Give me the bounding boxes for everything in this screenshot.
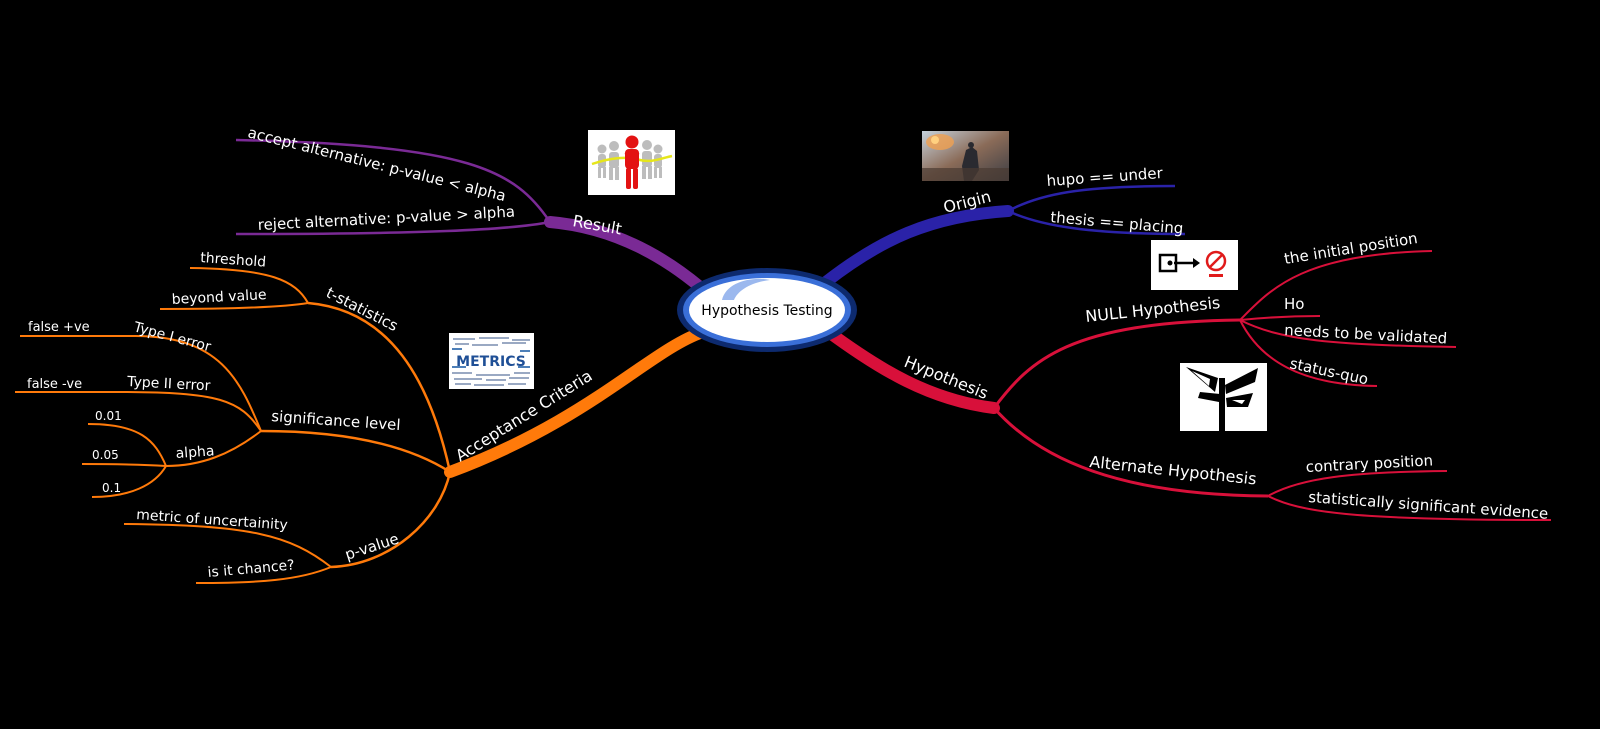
type2-connector bbox=[117, 391, 262, 432]
chance-label: is it chance? bbox=[207, 557, 295, 581]
result-child-connector bbox=[235, 138, 552, 223]
origin-child-connector bbox=[1007, 209, 1186, 236]
significance-label: significance level bbox=[271, 407, 401, 434]
alpha-001-label: 0.01 bbox=[95, 409, 122, 423]
beyond-value-label: beyond value bbox=[171, 287, 267, 308]
null-connector bbox=[992, 318, 1241, 409]
null-symbol-icon bbox=[1151, 240, 1238, 290]
acceptance-main-connector bbox=[444, 326, 709, 478]
center-node[interactable]: Hypothesis Testing bbox=[677, 268, 857, 352]
origin-main-connector bbox=[820, 205, 1014, 288]
result-child-connector bbox=[235, 220, 551, 236]
alpha-005-label: 0.05 bbox=[92, 448, 119, 462]
alpha-01-label: 0.1 bbox=[102, 481, 121, 495]
center-gloss bbox=[722, 278, 770, 300]
center-label: Hypothesis Testing bbox=[701, 303, 832, 319]
branch-acceptance: Acceptance Criteria t-statistics thresho… bbox=[15, 250, 709, 584]
result-main-connector bbox=[544, 216, 706, 293]
null-status-quo-label: status-quo bbox=[1288, 354, 1370, 388]
alternate-child-connector bbox=[1267, 470, 1448, 497]
pvalue-child-connector bbox=[195, 566, 332, 584]
tstat-connector bbox=[307, 301, 452, 473]
branch-origin: Origin hupo == under thesis == placing bbox=[820, 164, 1186, 288]
uncertainity-label: metric of uncertainity bbox=[136, 507, 289, 534]
type1-connector bbox=[134, 335, 262, 432]
alpha-connector bbox=[165, 430, 262, 467]
null-child-connector bbox=[1239, 315, 1321, 321]
signpost-icon bbox=[1180, 363, 1267, 431]
significance-connector bbox=[260, 429, 451, 474]
hypothesis-main-connector bbox=[820, 324, 1000, 414]
tstat-child-connector bbox=[189, 267, 309, 304]
alpha-child-connector bbox=[91, 465, 167, 498]
alpha-label: alpha bbox=[175, 443, 215, 462]
origin-child-connector bbox=[1007, 184, 1176, 213]
threshold-label: threshold bbox=[200, 250, 267, 271]
false-negative-label: false -ve bbox=[27, 377, 82, 392]
alternate-connector bbox=[992, 407, 1269, 498]
alpha-child-connector bbox=[87, 423, 167, 467]
metrics-word: METRICS bbox=[456, 354, 526, 370]
alpha-child-connector bbox=[81, 463, 167, 467]
tstat-label: t-statistics bbox=[323, 284, 401, 336]
alternate-child-connector bbox=[1267, 495, 1552, 521]
null-initial-position-label: the initial position bbox=[1283, 229, 1419, 268]
people-race-icon bbox=[588, 130, 675, 195]
null-child-connector bbox=[1239, 319, 1457, 348]
pvalue-connector bbox=[330, 471, 452, 569]
null-ho-label: Ho bbox=[1284, 295, 1304, 313]
null-child-connector bbox=[1239, 250, 1433, 321]
tstat-child-connector bbox=[159, 302, 309, 310]
false-positive-label: false +ve bbox=[28, 320, 90, 335]
result-label: Result bbox=[571, 211, 623, 238]
pvalue-child-connector bbox=[123, 523, 332, 568]
null-child-connector bbox=[1239, 319, 1378, 387]
alternate-hypothesis-label: Alternate Hypothesis bbox=[1089, 452, 1258, 488]
type2-label: Type II error bbox=[126, 374, 211, 394]
soldier-photo bbox=[922, 131, 1009, 181]
metrics-wordcloud: METRICS bbox=[449, 333, 534, 389]
type1-label: Type I error bbox=[131, 319, 213, 355]
